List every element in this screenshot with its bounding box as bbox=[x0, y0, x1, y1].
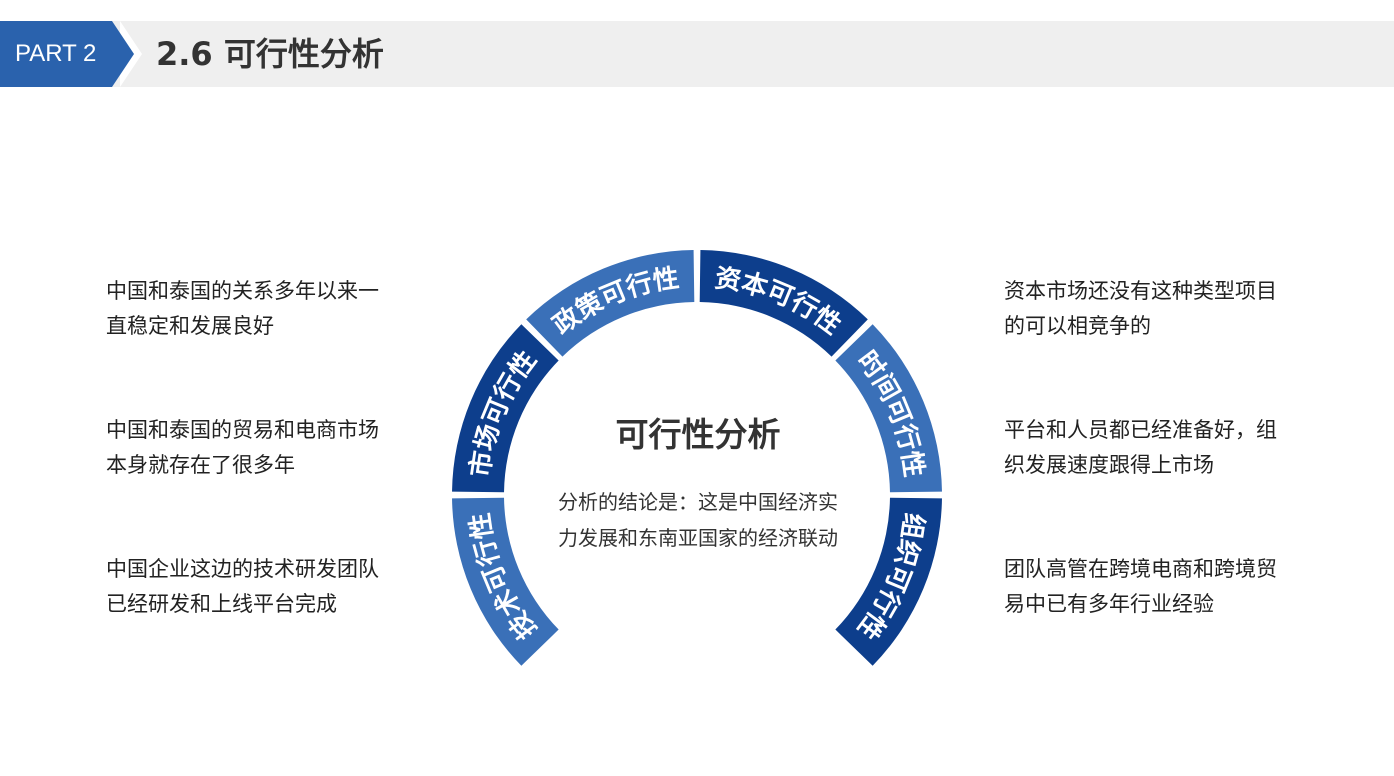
ring-segment-4 bbox=[699, 250, 868, 357]
ring-segment-3 bbox=[526, 250, 695, 357]
left-text-2: 中国和泰国的贸易和电商市场本身就存在了很多年 bbox=[106, 418, 379, 477]
left-text-3: 中国企业这边的技术研发团队已经研发和上线平台完成 bbox=[106, 557, 379, 616]
part-tab-arrow bbox=[112, 21, 134, 87]
center-title: 可行性分析 bbox=[615, 415, 781, 454]
header-bar bbox=[0, 21, 1394, 87]
ring-segment-5 bbox=[835, 324, 942, 493]
right-text-2: 平台和人员都已经准备好，组织发展速度跟得上市场 bbox=[1004, 418, 1277, 477]
ring-segment-6 bbox=[835, 497, 942, 666]
right-text-1: 资本市场还没有这种类型项目的可以相竞争的 bbox=[1004, 279, 1277, 338]
right-text-3: 团队高管在跨境电商和跨境贸易中已有多年行业经验 bbox=[1004, 557, 1277, 616]
center-description: 分析的结论是：这是中国经济实力发展和东南亚国家的经济联动 bbox=[558, 490, 838, 550]
left-text-1: 中国和泰国的关系多年以来一直稳定和发展良好 bbox=[106, 279, 379, 338]
page-title: 2.6 可行性分析 bbox=[156, 35, 384, 73]
ring-segment-1 bbox=[452, 497, 559, 666]
ring-segment-2 bbox=[452, 324, 559, 493]
part-label: PART 2 bbox=[0, 21, 112, 87]
